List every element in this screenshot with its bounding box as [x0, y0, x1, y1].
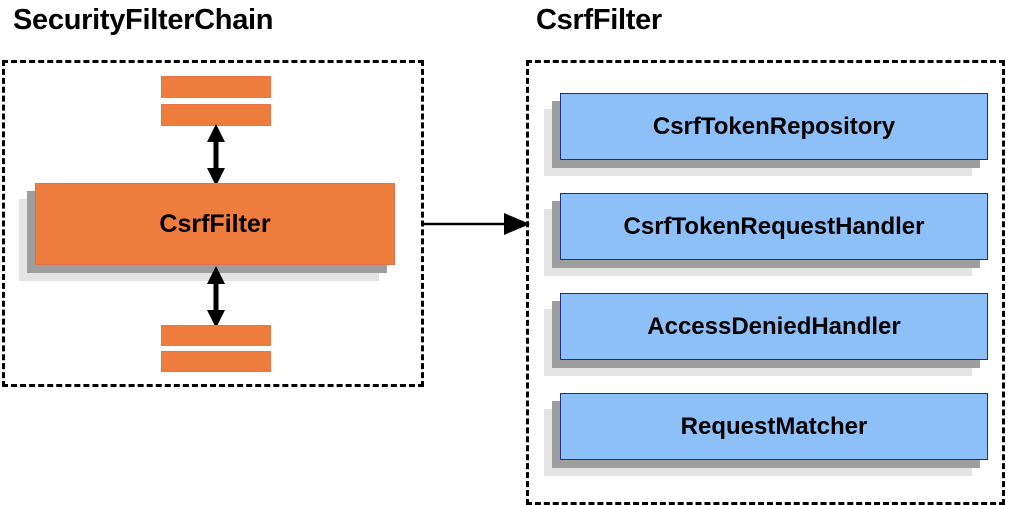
collaborator-label: AccessDeniedHandler — [647, 312, 901, 340]
collaborator-csrf-token-request-handler[interactable]: CsrfTokenRequestHandler — [560, 193, 988, 260]
filter-bar-below-2 — [161, 351, 271, 372]
csrffilter-component[interactable]: CsrfFilter — [35, 183, 395, 265]
collaborator-label: CsrfTokenRepository — [652, 112, 896, 140]
connector-above-bidirectional-icon — [207, 124, 225, 186]
filter-bar-below-1 — [161, 325, 271, 346]
connector-below-bidirectional-icon — [207, 266, 225, 328]
collaborator-csrf-token-repository[interactable]: CsrfTokenRepository — [560, 93, 988, 160]
filter-bar-above-1 — [161, 76, 271, 98]
collaborator-label: RequestMatcher — [680, 412, 868, 440]
collaborator-request-matcher[interactable]: RequestMatcher — [560, 393, 988, 460]
left-panel-title: SecurityFilterChain — [13, 4, 274, 36]
right-panel-title: CsrfFilter — [536, 4, 662, 36]
collaborator-access-denied-handler[interactable]: AccessDeniedHandler — [560, 293, 988, 360]
csrffilter-expansion-arrow-icon — [422, 213, 530, 235]
collaborator-label: CsrfTokenRequestHandler — [623, 212, 925, 240]
csrffilter-component-label: CsrfFilter — [159, 209, 271, 238]
csrffilter-detail-container — [526, 60, 1005, 505]
filter-bar-above-2 — [161, 104, 271, 126]
